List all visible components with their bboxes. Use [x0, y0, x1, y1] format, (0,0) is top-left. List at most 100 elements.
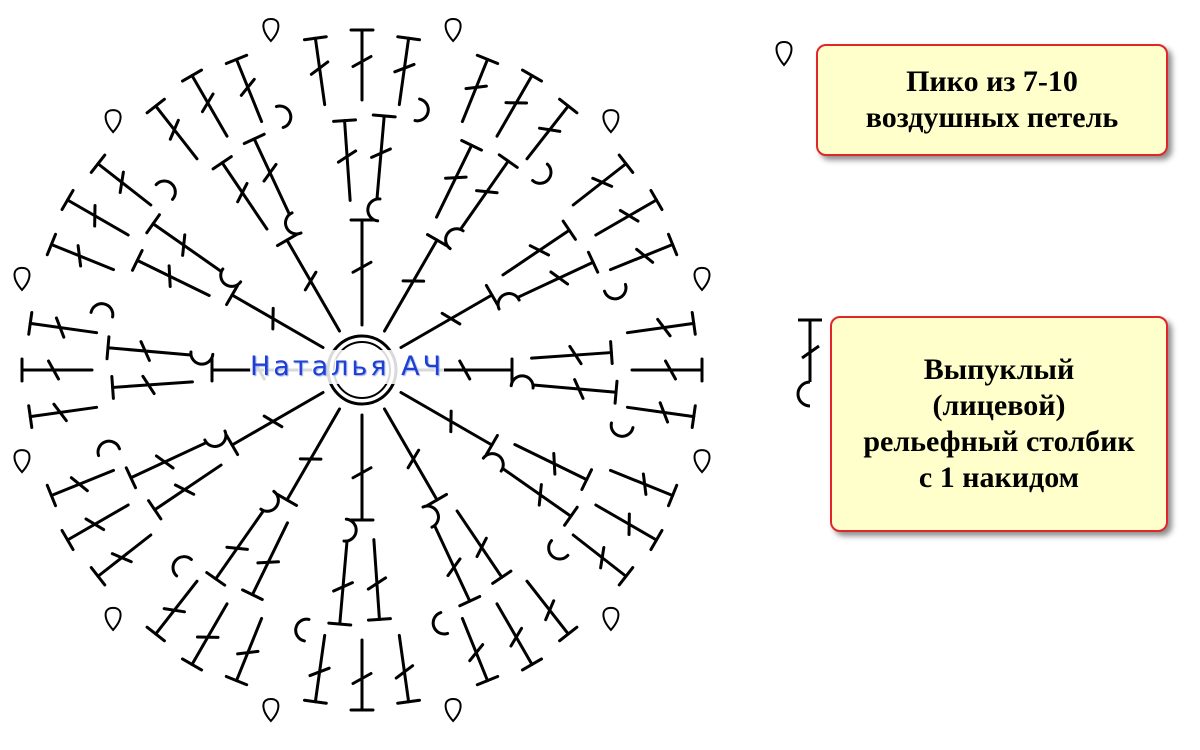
- picot: [693, 449, 711, 474]
- front-post-hook: [294, 617, 311, 643]
- middle-stitch: [366, 538, 392, 622]
- inner-stitch: [225, 283, 325, 349]
- outer-stitch: [594, 503, 664, 552]
- inner-stitch: [383, 407, 449, 507]
- front-post-hook: [89, 302, 115, 319]
- front-post-hook: [413, 97, 430, 123]
- middle-stitch: [370, 113, 397, 201]
- author-watermark: Наталья АЧ: [250, 350, 445, 384]
- outer-stitch: [571, 153, 635, 207]
- outer-stitch: [180, 68, 229, 138]
- middle-stitch: [455, 509, 513, 585]
- legend-post-line-2: (лицевой): [932, 389, 1066, 422]
- front-post-hook: [259, 489, 280, 513]
- front-post-hook: [96, 439, 121, 458]
- outer-stitch: [224, 616, 264, 687]
- legend-picot-box: Пико из 7-10 воздушных петель: [816, 44, 1168, 156]
- middle-stitch: [501, 219, 577, 277]
- picot: [13, 449, 31, 474]
- front-post-hook: [189, 350, 215, 366]
- middle-stitch: [516, 250, 600, 299]
- legend-picot-line-1: Пико из 7-10: [906, 65, 1078, 98]
- legend-picot-line-2: воздушных петель: [865, 101, 1119, 134]
- outer-stitch: [60, 503, 130, 552]
- outer-stitch: [394, 633, 422, 705]
- front-post-hook: [274, 104, 293, 129]
- front-post-hook: [444, 227, 465, 251]
- inner-stitch: [383, 233, 449, 333]
- picot: [13, 266, 31, 292]
- inner-stitch: [225, 391, 325, 457]
- front-post-hook: [609, 421, 635, 438]
- picot: [693, 266, 711, 292]
- stitch-group: [302, 28, 430, 327]
- picot: [444, 698, 462, 723]
- outer-stitch: [608, 468, 679, 508]
- middle-stitch: [327, 539, 354, 627]
- picot: [262, 17, 280, 43]
- middle-stitch: [242, 132, 291, 216]
- picot-legend-icon: [775, 40, 793, 67]
- picot: [104, 606, 122, 632]
- middle-stitch: [241, 521, 289, 602]
- outer-stitch: [145, 579, 199, 643]
- front-post-hook: [431, 611, 450, 636]
- front-post-hook: [284, 211, 303, 236]
- middle-stitch: [145, 213, 223, 273]
- front-post-hook: [531, 162, 553, 185]
- outer-stitch: [27, 402, 99, 430]
- middle-stitch: [459, 153, 519, 231]
- inner-stitch: [275, 407, 341, 507]
- front-post-hook: [496, 292, 521, 311]
- front-post-hook: [219, 267, 243, 288]
- outer-stitch: [594, 188, 664, 237]
- outer-stitch: [45, 468, 116, 508]
- stitch-group: [399, 153, 679, 349]
- middle-stitch: [105, 335, 193, 362]
- outer-stitch: [460, 53, 500, 124]
- front-post-hook: [171, 555, 193, 578]
- stitch-group: [399, 391, 679, 587]
- stitch-group: [45, 391, 325, 587]
- stitch-group: [405, 310, 704, 438]
- outer-stitch: [45, 232, 116, 272]
- stitch-group: [383, 53, 579, 333]
- picot: [444, 17, 462, 43]
- middle-stitch: [211, 155, 269, 231]
- outer-stitch: [27, 310, 99, 339]
- outer-stitch: [495, 68, 544, 138]
- inner-stitch: [399, 283, 499, 349]
- outer-stitch: [302, 633, 331, 705]
- stitch-group: [383, 407, 579, 687]
- picot: [602, 606, 620, 632]
- front-post-hook: [342, 517, 358, 543]
- legend-post-line-4: с 1 накидом: [918, 461, 1080, 494]
- front-post-hook: [203, 429, 228, 448]
- outer-stitch: [89, 533, 153, 587]
- middle-stitch: [332, 118, 358, 202]
- outer-stitch: [349, 28, 375, 102]
- picot: [262, 698, 280, 723]
- outer-stitch: [393, 35, 422, 107]
- middle-stitch: [130, 249, 211, 297]
- outer-stitch: [89, 153, 153, 207]
- outer-stitch: [525, 97, 579, 161]
- picot: [602, 109, 620, 134]
- front-post-hook: [603, 282, 628, 301]
- outer-stitch: [302, 35, 330, 107]
- inner-stitch: [275, 233, 341, 333]
- front-post-hook: [509, 374, 535, 390]
- outer-stitch: [525, 579, 579, 643]
- outer-stitch: [625, 310, 697, 338]
- middle-stitch: [433, 524, 482, 608]
- picots: [13, 17, 711, 723]
- outer-stitch: [608, 232, 679, 272]
- outer-stitch: [495, 602, 544, 672]
- middle-stitch: [530, 340, 614, 366]
- middle-stitch: [531, 378, 619, 405]
- outer-stitch: [180, 602, 229, 672]
- front-post-hook: [421, 504, 440, 529]
- middle-stitch: [513, 443, 594, 491]
- outer-stitch: [349, 638, 375, 712]
- middle-stitch: [501, 467, 579, 527]
